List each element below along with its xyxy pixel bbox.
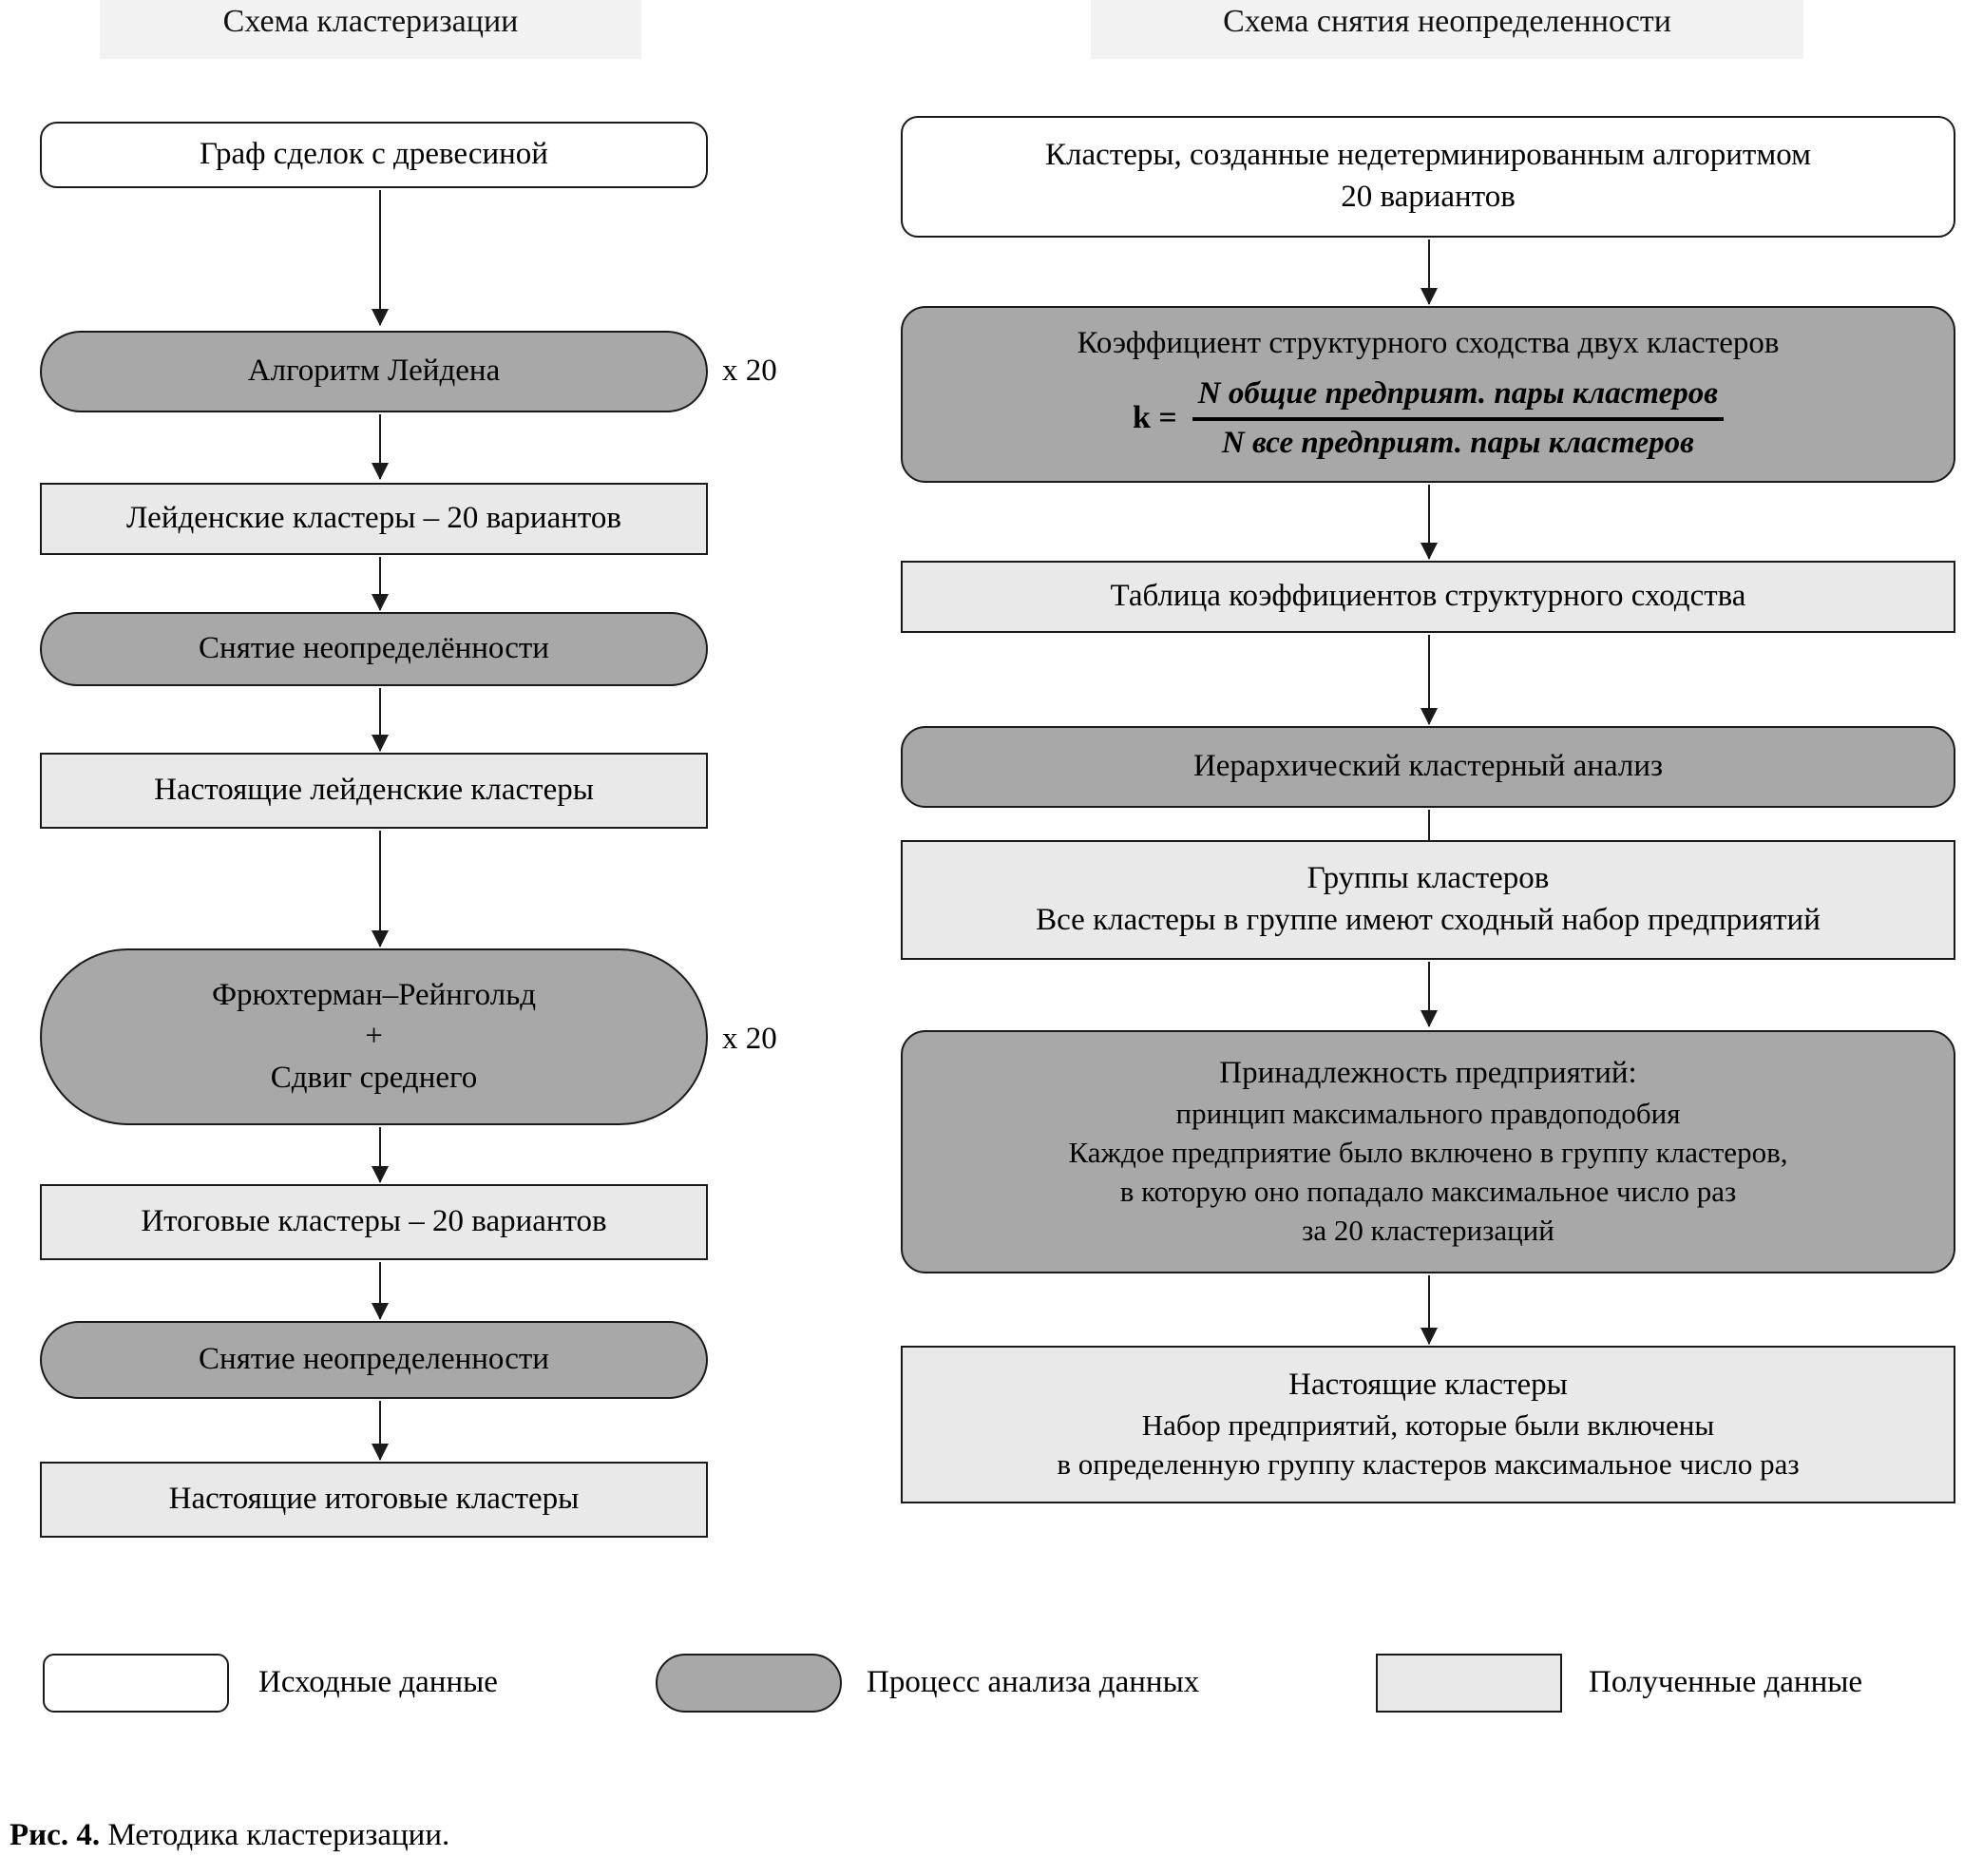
node-uncertainty-removal-2: Снятие неопределенности <box>40 1321 708 1399</box>
node-true-clusters: Настоящие кластеры Набор предприятий, ко… <box>901 1346 1955 1503</box>
node-label-line2: + <box>365 1019 383 1054</box>
arrow-5 <box>379 831 381 947</box>
node-true-leiden-clusters: Настоящие лейденские кластеры <box>40 753 708 829</box>
node-label-line1: Кластеры, созданные недетерминированным … <box>1045 138 1811 173</box>
node-cluster-groups: Группы кластеров Все кластеры в группе и… <box>901 840 1955 960</box>
arrow-r6 <box>1428 1275 1430 1344</box>
node-label-line2: принцип максимального правдоподобия <box>1175 1096 1681 1130</box>
node-label: Снятие неопределенности <box>199 1342 549 1377</box>
node-label-line1: Группы кластеров <box>1306 861 1550 896</box>
node-label-line3: Сдвиг среднего <box>270 1060 478 1095</box>
arrow-8 <box>379 1401 381 1460</box>
legend-swatch-analysis-process <box>656 1654 842 1713</box>
arrow-r2 <box>1428 485 1430 559</box>
node-label-line5: за 20 кластеризаций <box>1302 1213 1554 1247</box>
node-label: Иерархический кластерный анализ <box>1192 749 1664 784</box>
figure-caption-text: Методика кластеризации. <box>100 1818 450 1852</box>
node-label-line4: в которую оно попадало максимальное числ… <box>1119 1174 1737 1208</box>
arrow-r4 <box>1428 810 1430 859</box>
node-label-line1: Настоящие кластеры <box>1288 1368 1568 1403</box>
node-label: Настоящие итоговые кластеры <box>168 1482 580 1517</box>
node-label: Снятие неопределённости <box>199 631 549 666</box>
fraction-bar-icon <box>1192 416 1724 421</box>
arrow-r3 <box>1428 635 1430 724</box>
similarity-formula: k = N общие предприят. пары кластеров N … <box>1133 372 1724 466</box>
node-leiden-clusters-20: Лейденские кластеры – 20 вариантов <box>40 483 708 555</box>
arrow-4 <box>379 688 381 751</box>
figure-caption-number: Рис. 4. <box>10 1818 101 1852</box>
formula-numerator: N общие предприят. пары кластеров <box>1197 376 1718 412</box>
multiplier-leiden: х 20 <box>722 354 777 388</box>
arrow-r5 <box>1428 962 1430 1026</box>
node-label: Лейденские кластеры – 20 вариантов <box>126 501 621 536</box>
node-timber-deal-graph: Граф сделок с древесиной <box>40 122 708 188</box>
arrow-7 <box>379 1262 381 1319</box>
column-title-clustering: Схема кластеризации <box>100 0 641 59</box>
arrow-2 <box>379 414 381 479</box>
arrow-6 <box>379 1127 381 1182</box>
figure-caption: Рис. 4. Методика кластеризации. <box>10 1818 449 1853</box>
node-leiden-algorithm: Алгоритм Лейдена <box>40 331 708 412</box>
formula-title: Коэффициент структурного сходства двух к… <box>1077 325 1780 360</box>
arrow-3 <box>379 557 381 610</box>
arrow-1 <box>379 190 381 325</box>
node-label-line3: Каждое предприятие было включено в групп… <box>1068 1135 1788 1169</box>
legend-label-analysis-process: Процесс анализа данных <box>867 1665 1200 1699</box>
node-true-final-clusters: Настоящие итоговые кластеры <box>40 1462 708 1538</box>
node-nondeterministic-clusters: Кластеры, созданные недетерминированным … <box>901 116 1955 238</box>
node-label-line1: Принадлежность предприятий: <box>1219 1056 1637 1091</box>
legend-label-source-data: Исходные данные <box>258 1665 498 1699</box>
node-structural-similarity-coefficient: Коэффициент структурного сходства двух к… <box>901 306 1955 483</box>
node-label: Алгоритм Лейдена <box>247 354 501 389</box>
node-label-line3: в определенную группу кластеров максимал… <box>1057 1446 1800 1481</box>
legend-label-obtained-data: Полученные данные <box>1589 1665 1863 1699</box>
node-label: Итоговые кластеры – 20 вариантов <box>141 1204 607 1239</box>
node-uncertainty-removal-1: Снятие неопределённости <box>40 612 708 686</box>
formula-k-symbol: k = <box>1132 400 1177 436</box>
arrow-r1 <box>1428 239 1430 304</box>
node-label: Граф сделок с древесиной <box>200 137 548 172</box>
node-label-line2: Все кластеры в группе имеют сходный набо… <box>1036 903 1821 937</box>
node-fruchterman-reingold-meanshift: Фрюхтерман–Рейнгольд + Сдвиг среднего <box>40 948 708 1125</box>
node-final-clusters-20: Итоговые кластеры – 20 вариантов <box>40 1184 708 1260</box>
node-label-line2: Набор предприятий, которые были включены <box>1141 1407 1715 1442</box>
node-label: Таблица коэффициентов структурного сходс… <box>1110 579 1746 614</box>
node-label-line1: Фрюхтерман–Рейнгольд <box>211 977 537 1012</box>
multiplier-fruchterman: х 20 <box>722 1022 777 1056</box>
node-hierarchical-cluster-analysis: Иерархический кластерный анализ <box>901 726 1955 808</box>
node-label: Настоящие лейденские кластеры <box>154 773 594 808</box>
formula-denominator: N все предприят. пары кластеров <box>1221 425 1694 460</box>
column-title-uncertainty: Схема снятия неопределенности <box>1091 0 1803 59</box>
node-enterprise-membership: Принадлежность предприятий: принцип макс… <box>901 1030 1955 1273</box>
legend-swatch-source-data <box>43 1654 229 1713</box>
node-similarity-coefficients-table: Таблица коэффициентов структурного сходс… <box>901 561 1955 633</box>
formula-fraction: N общие предприят. пары кластеров N все … <box>1192 372 1724 466</box>
legend-swatch-obtained-data <box>1376 1654 1562 1713</box>
node-label-line2: 20 вариантов <box>1341 180 1516 214</box>
